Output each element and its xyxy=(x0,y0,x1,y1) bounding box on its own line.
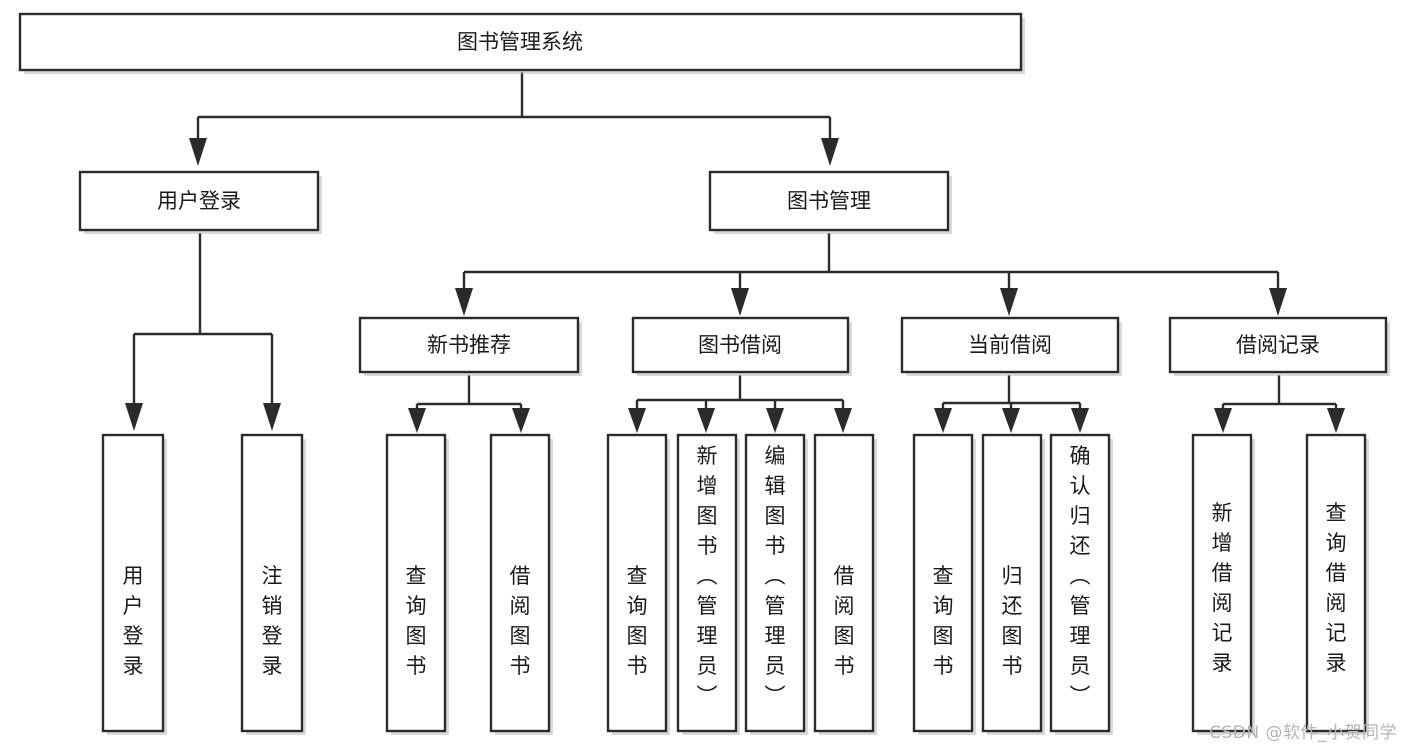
arrow-book-borrow xyxy=(731,288,749,316)
arrow-new-book-recommend xyxy=(455,288,473,316)
leaf-user-logout[interactable]: 注销登录 xyxy=(240,433,306,735)
leaf-query-record-label: 查询借阅记录 xyxy=(1326,501,1347,675)
leaf-user-login-box[interactable] xyxy=(101,433,165,733)
node-root-box[interactable] xyxy=(18,12,1023,72)
node-new-book-recommend[interactable]: 新书推荐 xyxy=(358,316,582,376)
connector-new-book-recommend-to-leaves xyxy=(408,375,530,433)
node-book-borrow[interactable]: 图书借阅 xyxy=(631,316,852,376)
leaf-edit-book-box[interactable] xyxy=(744,433,806,733)
arrow-leaf-add-book xyxy=(697,408,715,433)
leaf-confirm-return-label: 确认归还︵管理员︶ xyxy=(1070,444,1091,708)
connector-current-borrow-to-leaves xyxy=(934,375,1089,433)
leaf-add-record-label: 新增借阅记录 xyxy=(1212,501,1233,675)
node-borrow-record[interactable]: 借阅记录 xyxy=(1168,316,1390,376)
leaf-edit-book-label: 编辑图书︵管理员︶ xyxy=(765,444,786,708)
leaf-borrow-book-1-label: 借阅图书 xyxy=(510,564,531,678)
leaf-edit-book[interactable]: 编辑图书︵管理员︶ xyxy=(744,433,808,735)
arrow-leaf-return-book xyxy=(1002,408,1020,433)
arrow-leaf-query-record xyxy=(1327,408,1345,433)
connector-user-login-to-leaves xyxy=(125,233,281,431)
leaf-add-record-box[interactable] xyxy=(1191,433,1253,733)
arrow-leaf-user-login xyxy=(125,403,143,431)
node-current-borrow[interactable]: 当前借阅 xyxy=(900,316,1122,376)
node-user-login-box[interactable] xyxy=(78,170,320,232)
leaf-borrow-book-2[interactable]: 借阅图书 xyxy=(813,433,877,735)
leaf-query-record-box[interactable] xyxy=(1305,433,1367,733)
leaf-borrow-book-1[interactable]: 借阅图书 xyxy=(489,433,553,735)
arrow-leaf-query-book-2 xyxy=(628,408,646,433)
leaf-query-book-3-label: 查询图书 xyxy=(933,564,954,678)
node-book-manage-label: 图书管理 xyxy=(787,189,871,213)
arrow-current-borrow xyxy=(1000,288,1018,316)
node-borrow-record-box[interactable] xyxy=(1168,316,1388,374)
arrow-leaf-borrow-book-1 xyxy=(512,408,530,433)
connector-book-manage-to-level3 xyxy=(455,233,1287,316)
leaf-query-book-2-label: 查询图书 xyxy=(627,564,648,678)
node-book-manage[interactable]: 图书管理 xyxy=(708,170,952,234)
leaf-add-book-box[interactable] xyxy=(676,433,738,733)
leaf-query-book-3-box[interactable] xyxy=(912,433,974,733)
leaf-query-book-2-box[interactable] xyxy=(606,433,668,733)
node-user-login[interactable]: 用户登录 xyxy=(78,170,322,234)
leaf-user-login[interactable]: 用户登录 xyxy=(101,433,167,735)
leaf-user-logout-label: 注销登录 xyxy=(262,564,283,678)
arrow-leaf-confirm-return xyxy=(1071,408,1089,433)
node-book-manage-box[interactable] xyxy=(708,170,950,232)
leaf-return-book[interactable]: 归还图书 xyxy=(981,433,1045,735)
node-new-book-recommend-label: 新书推荐 xyxy=(427,333,511,357)
node-user-login-label: 用户登录 xyxy=(157,189,241,213)
leaf-return-book-box[interactable] xyxy=(981,433,1043,733)
leaf-borrow-book-2-box[interactable] xyxy=(813,433,875,733)
leaf-query-book-1-label: 查询图书 xyxy=(406,564,427,678)
leaf-query-book-1[interactable]: 查询图书 xyxy=(385,433,449,735)
leaf-query-book-1-box[interactable] xyxy=(385,433,447,733)
node-borrow-record-label: 借阅记录 xyxy=(1236,333,1320,357)
connector-book-borrow-to-leaves xyxy=(628,375,852,433)
leaf-add-record[interactable]: 新增借阅记录 xyxy=(1191,433,1255,735)
leaf-user-logout-box[interactable] xyxy=(240,433,304,733)
node-book-borrow-box[interactable] xyxy=(631,316,850,374)
arrow-leaf-borrow-book-2 xyxy=(834,408,852,433)
arrow-leaf-edit-book xyxy=(766,408,784,433)
node-current-borrow-label: 当前借阅 xyxy=(968,333,1052,357)
arrow-leaf-add-record xyxy=(1214,408,1232,433)
node-new-book-recommend-box[interactable] xyxy=(358,316,580,374)
leaf-confirm-return-box[interactable] xyxy=(1049,433,1111,733)
arrow-leaf-query-book-3 xyxy=(934,408,952,433)
leaf-confirm-return[interactable]: 确认归还︵管理员︶ xyxy=(1049,433,1113,735)
arrow-book-manage xyxy=(821,138,839,166)
leaf-query-book-2[interactable]: 查询图书 xyxy=(606,433,670,735)
leaf-query-record[interactable]: 查询借阅记录 xyxy=(1305,433,1369,735)
leaf-borrow-book-1-box[interactable] xyxy=(489,433,551,733)
leaf-add-book[interactable]: 新增图书︵管理员︶ xyxy=(676,433,740,735)
connector-root-to-level2 xyxy=(189,72,839,166)
arrow-borrow-record xyxy=(1269,288,1287,316)
leaf-user-login-label: 用户登录 xyxy=(123,564,144,678)
arrow-leaf-query-book-1 xyxy=(408,408,426,433)
arrow-leaf-user-logout xyxy=(263,403,281,431)
node-book-borrow-label: 图书借阅 xyxy=(698,333,782,357)
connector-borrow-record-to-leaves xyxy=(1214,375,1345,433)
leaf-return-book-label: 归还图书 xyxy=(1002,564,1023,678)
leaf-add-book-label: 新增图书︵管理员︶ xyxy=(697,444,718,708)
leaf-borrow-book-2-label: 借阅图书 xyxy=(834,564,855,678)
node-current-borrow-box[interactable] xyxy=(900,316,1120,374)
leaf-query-book-3[interactable]: 查询图书 xyxy=(912,433,976,735)
node-root[interactable]: 图书管理系统 xyxy=(18,12,1025,74)
node-root-label: 图书管理系统 xyxy=(457,30,583,54)
arrow-user-login xyxy=(189,138,207,166)
